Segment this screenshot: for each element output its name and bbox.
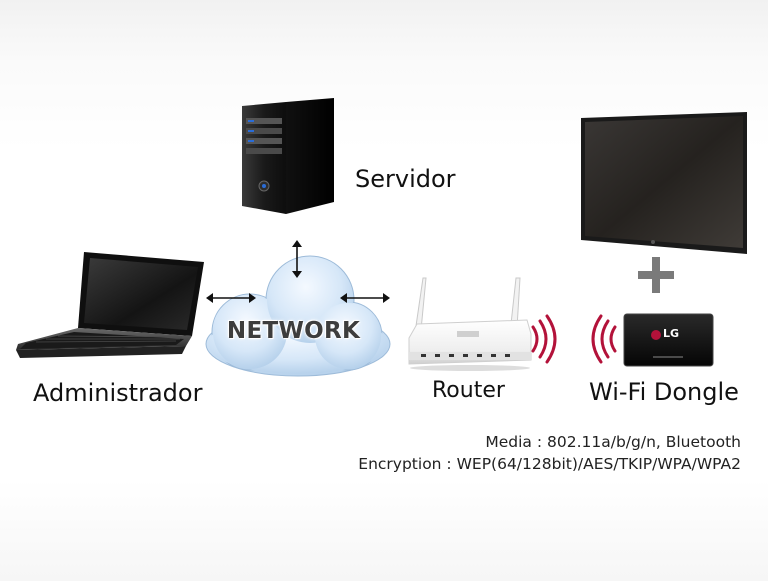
- arrow-server-network-icon: [292, 240, 302, 278]
- router-label: Router: [432, 378, 505, 403]
- display-monitor-image: [581, 112, 747, 254]
- wifi-signal-router-icon: [531, 314, 557, 364]
- dongle-body-icon: [623, 313, 714, 367]
- wifi-dongle-label: Wi-Fi Dongle: [589, 378, 739, 406]
- network-cloud-image: [205, 255, 391, 377]
- server-label: Servidor: [355, 165, 456, 193]
- arrow-network-router-icon: [340, 293, 390, 303]
- specs-block: Media : 802.11a/b/g/n, Bluetooth Encrypt…: [358, 431, 741, 475]
- encryption-spec: Encryption : WEP(64/128bit)/AES/TKIP/WPA…: [358, 455, 741, 473]
- dongle-logo-text: LG: [663, 327, 680, 340]
- plus-icon: [638, 257, 674, 293]
- network-label: NETWORK: [226, 318, 361, 344]
- wifi-signal-dongle-icon: [591, 314, 617, 364]
- server-tower-image: [242, 98, 334, 214]
- router-image: [408, 277, 532, 371]
- arrow-laptop-network-icon: [206, 293, 256, 303]
- wifi-dongle-image: LG: [623, 313, 714, 367]
- media-spec: Media : 802.11a/b/g/n, Bluetooth: [485, 433, 741, 451]
- laptop-image: [16, 252, 204, 358]
- administrator-label: Administrador: [33, 379, 203, 407]
